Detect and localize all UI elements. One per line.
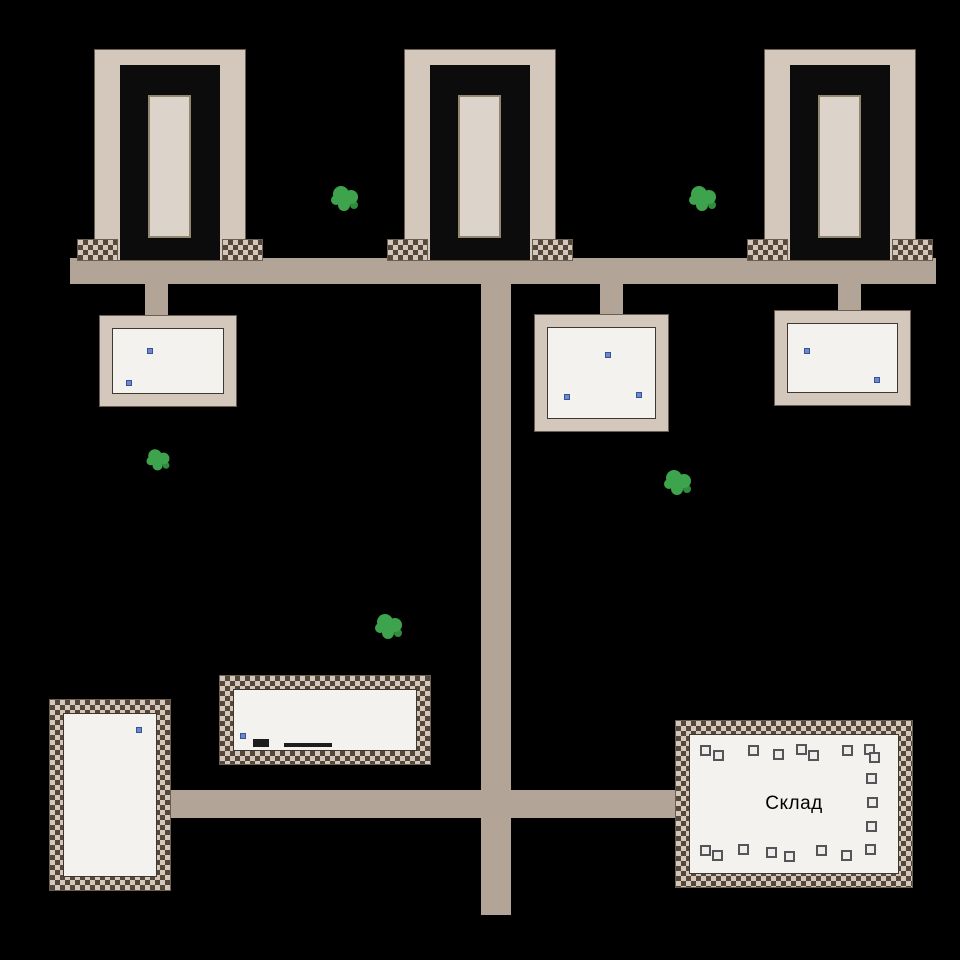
bush-icon bbox=[377, 614, 393, 630]
small-storage-building[interactable] bbox=[535, 315, 668, 431]
garage-wall-segment bbox=[78, 240, 117, 260]
item-marker-icon bbox=[126, 380, 132, 386]
crate-icon bbox=[766, 847, 777, 858]
garage-bay-platform bbox=[458, 95, 501, 238]
crate-icon bbox=[796, 744, 807, 755]
crate-icon bbox=[816, 845, 827, 856]
warehouse-floor bbox=[689, 734, 899, 874]
garage-wall-segment bbox=[533, 240, 572, 260]
road-stub bbox=[838, 282, 861, 314]
crate-icon bbox=[773, 749, 784, 760]
bush-icon bbox=[333, 186, 349, 202]
warehouse-label: Склад bbox=[765, 793, 823, 814]
garage-building[interactable] bbox=[748, 50, 932, 260]
counter-mark bbox=[284, 743, 332, 747]
item-marker-icon bbox=[136, 727, 142, 733]
crate-icon bbox=[869, 752, 880, 763]
crate-icon bbox=[700, 845, 711, 856]
garage-building[interactable] bbox=[78, 50, 262, 260]
item-marker-icon bbox=[605, 352, 611, 358]
counter-mark bbox=[253, 739, 269, 747]
warehouse-building[interactable]: Склад bbox=[676, 721, 912, 887]
item-marker-icon bbox=[564, 394, 570, 400]
tall-building[interactable] bbox=[50, 700, 170, 890]
bush-icon bbox=[691, 186, 707, 202]
item-layer bbox=[220, 676, 430, 764]
crate-icon bbox=[808, 750, 819, 761]
garage-wall-segment bbox=[748, 240, 787, 260]
item-layer bbox=[535, 315, 668, 431]
garage-wall-segment bbox=[893, 240, 932, 260]
crate-icon bbox=[866, 821, 877, 832]
small-storage-building[interactable] bbox=[100, 316, 236, 406]
crate-icon bbox=[841, 850, 852, 861]
crate-icon bbox=[842, 745, 853, 756]
crate-icon bbox=[748, 745, 759, 756]
item-layer bbox=[50, 700, 170, 890]
workshop-building[interactable] bbox=[220, 676, 430, 764]
garage-building[interactable] bbox=[388, 50, 572, 260]
crate-icon bbox=[712, 850, 723, 861]
crate-icon bbox=[713, 750, 724, 761]
crate-icon bbox=[738, 844, 749, 855]
item-marker-icon bbox=[636, 392, 642, 398]
item-marker-icon bbox=[240, 733, 246, 739]
crate-icon bbox=[865, 844, 876, 855]
crate-icon bbox=[866, 773, 877, 784]
item-layer bbox=[775, 311, 910, 405]
garage-bay-platform bbox=[818, 95, 861, 238]
bush-icon bbox=[148, 449, 162, 463]
crate-icon bbox=[867, 797, 878, 808]
item-marker-icon bbox=[804, 348, 810, 354]
item-marker-icon bbox=[147, 348, 153, 354]
garage-wall-segment bbox=[223, 240, 262, 260]
building-floor bbox=[63, 713, 157, 877]
crate-layer bbox=[676, 721, 912, 887]
bush-icon bbox=[666, 470, 682, 486]
road-stub bbox=[145, 282, 168, 318]
crate-icon bbox=[700, 745, 711, 756]
garage-bay-platform bbox=[148, 95, 191, 238]
item-marker-icon bbox=[874, 377, 880, 383]
road-stub bbox=[600, 282, 623, 318]
garage-wall-segment bbox=[388, 240, 427, 260]
lower-road bbox=[160, 790, 690, 818]
small-storage-building[interactable] bbox=[775, 311, 910, 405]
crate-icon bbox=[784, 851, 795, 862]
item-layer bbox=[100, 316, 236, 406]
building-floor bbox=[547, 327, 656, 419]
